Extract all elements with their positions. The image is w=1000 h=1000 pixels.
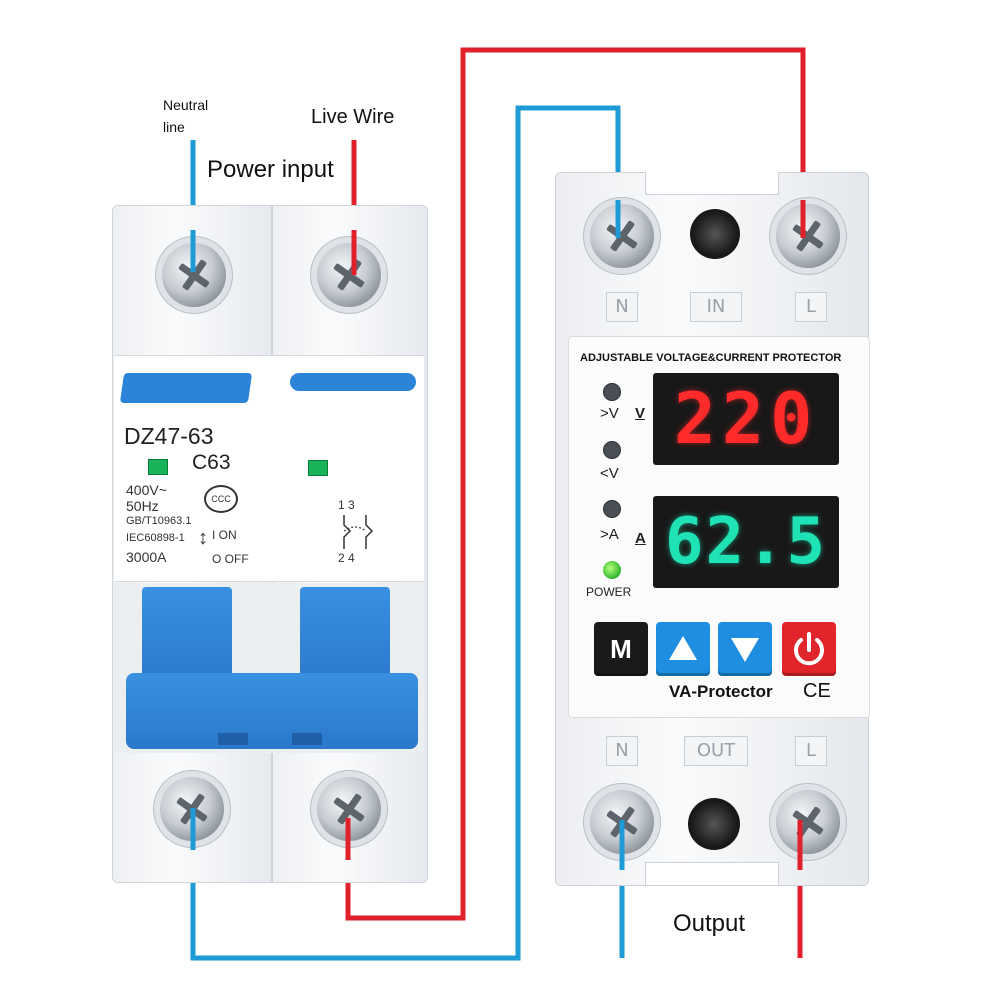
breaker-spec-voltage: 400V~ (126, 482, 167, 498)
breaker-blue-bar-right (290, 373, 416, 391)
breaker-standard-1: GB/T10963.1 (126, 515, 192, 527)
power-label: POWER (586, 585, 632, 599)
up-button[interactable] (656, 622, 710, 676)
neutral-line-label: Neutral line (163, 97, 209, 135)
under-voltage-label: <V (600, 465, 619, 482)
on-off-arrow-icon: ↕ (198, 527, 208, 549)
terminal-in-label: IN (690, 292, 742, 322)
over-voltage-label: >V (600, 405, 619, 422)
live-wire-label: Live Wire (311, 106, 395, 128)
breaker-standard-2: IEC60898-1 (126, 532, 185, 544)
current-unit: A (635, 530, 646, 547)
arrow-up-icon (669, 636, 697, 660)
over-current-label: >A (600, 526, 619, 543)
protector-bottom-notch (645, 862, 779, 885)
breaker-off-label: O OFF (212, 552, 249, 566)
live-wire-link (345, 47, 806, 921)
power-led (603, 561, 621, 579)
breaker-handle-right[interactable] (300, 587, 390, 687)
handle-notch-right (292, 733, 322, 745)
menu-button[interactable]: M (594, 622, 648, 676)
breaker-handle-left[interactable] (142, 587, 232, 687)
power-input-label: Power input (207, 156, 334, 183)
ce-mark: CE (803, 680, 831, 702)
voltage-display: 220 (653, 373, 839, 465)
voltage-unit: V (635, 405, 646, 422)
terminal-in-l: L (795, 292, 827, 322)
protector-screw-in-n (590, 204, 654, 268)
over-current-led (603, 500, 621, 518)
protector-brand: VA-Protector (669, 682, 773, 701)
breaker-pole-bottom-numbers: 2 4 (338, 551, 355, 565)
breaker-blue-bar-left (119, 373, 253, 403)
protector-screw-in-l (776, 204, 840, 268)
breaker-screw-bottom-left (160, 777, 224, 841)
breaker-screw-bottom-right (317, 777, 381, 841)
terminal-out-l: L (795, 736, 827, 766)
breaker-status-led-right (308, 460, 328, 476)
terminal-out-n: N (606, 736, 638, 766)
output-label: Output (673, 910, 746, 937)
handle-notch-left (218, 733, 248, 745)
power-icon (794, 632, 824, 666)
protector-mount-hole-bottom (688, 798, 740, 850)
terminal-out-label: OUT (684, 736, 748, 766)
breaker-screw-top-left (162, 243, 226, 307)
breaker-rating: C63 (192, 451, 231, 474)
neutral-wire-link (190, 105, 621, 961)
protector-screw-out-n (590, 790, 654, 854)
terminal-in-n: N (606, 292, 638, 322)
current-display: 62.5 (653, 496, 839, 588)
breaker-screw-top-right (317, 243, 381, 307)
breaker-on-label: I ON (212, 528, 237, 542)
protector-top-notch (645, 172, 779, 195)
protector-screw-out-l (776, 790, 840, 854)
power-button[interactable] (782, 622, 836, 676)
breaker-handle-bar[interactable] (126, 673, 418, 749)
protector-mount-hole-top (690, 209, 740, 259)
protector-title: ADJUSTABLE VOLTAGE&CURRENT PROTECTOR (580, 352, 842, 364)
breaker-pole-top-numbers: 1 3 (338, 498, 355, 512)
breaker-status-led-left (148, 459, 168, 475)
circuit-breaker: DZ47-63 C63 400V~ 50Hz CCC GB/T10963.1 I… (112, 205, 428, 885)
over-voltage-led (603, 383, 621, 401)
breaker-spec-frequency: 50Hz (126, 498, 159, 514)
breaker-model: DZ47-63 (124, 423, 214, 449)
under-voltage-led (603, 441, 621, 459)
breaker-capacity: 3000A (126, 549, 167, 565)
arrow-down-icon (731, 638, 759, 662)
down-button[interactable] (718, 622, 772, 676)
breaker-circuit-symbol-icon (343, 515, 374, 549)
ccc-cert-mark: CCC (204, 485, 238, 513)
